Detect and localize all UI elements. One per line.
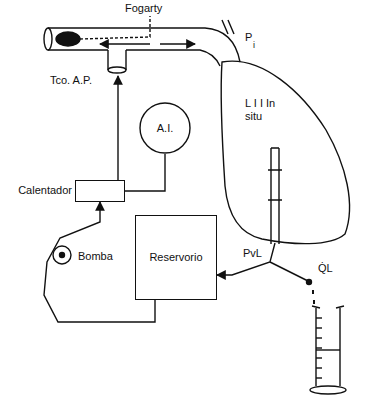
graduated-cylinder <box>312 306 344 386</box>
drip <box>313 290 314 304</box>
venous-cannula <box>271 148 279 244</box>
cylinder-tick <box>316 377 322 378</box>
lung-outline-path <box>221 61 349 244</box>
cylinder-tick <box>316 367 322 368</box>
pump-name: Bomba <box>78 250 113 263</box>
cylinder-liquid <box>316 349 340 350</box>
cylinder-ticks <box>316 318 322 378</box>
fogarty-balloon <box>56 32 80 46</box>
cylinder-tick <box>316 347 322 348</box>
cylinder-tick <box>316 337 322 338</box>
roller-pump-hub <box>60 253 65 258</box>
artery-wall <box>48 50 220 66</box>
artery-open-end <box>44 28 52 50</box>
atrium-circle-path <box>140 103 190 153</box>
cylinder-tick <box>316 327 322 328</box>
vessel-name: Tco. A.P. <box>50 74 92 87</box>
pressure-break <box>222 20 234 34</box>
outflow-branch <box>270 262 308 281</box>
flow-arrow <box>100 43 150 44</box>
venous-pressure-symbol: PvL <box>243 247 262 260</box>
lung-outline: L I I In situ <box>215 55 360 245</box>
flow-symbol: Q̇L <box>318 262 333 275</box>
flow-arrow <box>160 43 195 44</box>
roller-pump <box>53 246 71 264</box>
atrium-circle: A.I. <box>139 102 191 154</box>
lung-outline <box>215 55 360 245</box>
pressure-subscript: i <box>253 39 255 52</box>
node-text: Reservorio <box>149 251 202 264</box>
pulmonary-trunk-end <box>108 67 126 73</box>
tube-connector <box>125 154 165 191</box>
node-text: L I I In situ <box>245 97 277 123</box>
fogarty-catheter <box>80 16 150 39</box>
cannula-tie <box>268 170 282 200</box>
pressure-symbol: P <box>245 31 252 44</box>
reservoir-box: Reservorio <box>135 215 217 300</box>
heater-box: Calentador <box>75 180 125 202</box>
inflow-tube <box>117 76 118 180</box>
catheter-name: Fogarty <box>125 2 162 15</box>
cylinder-tick <box>316 317 322 318</box>
cylinder-base <box>310 386 346 394</box>
artery-wall <box>48 28 240 62</box>
node-text: A.I. <box>157 122 174 135</box>
tube-connector <box>217 243 275 275</box>
outflow-tip <box>307 280 312 285</box>
cylinder-tick <box>316 357 322 358</box>
node-text: Calentador <box>18 184 72 197</box>
